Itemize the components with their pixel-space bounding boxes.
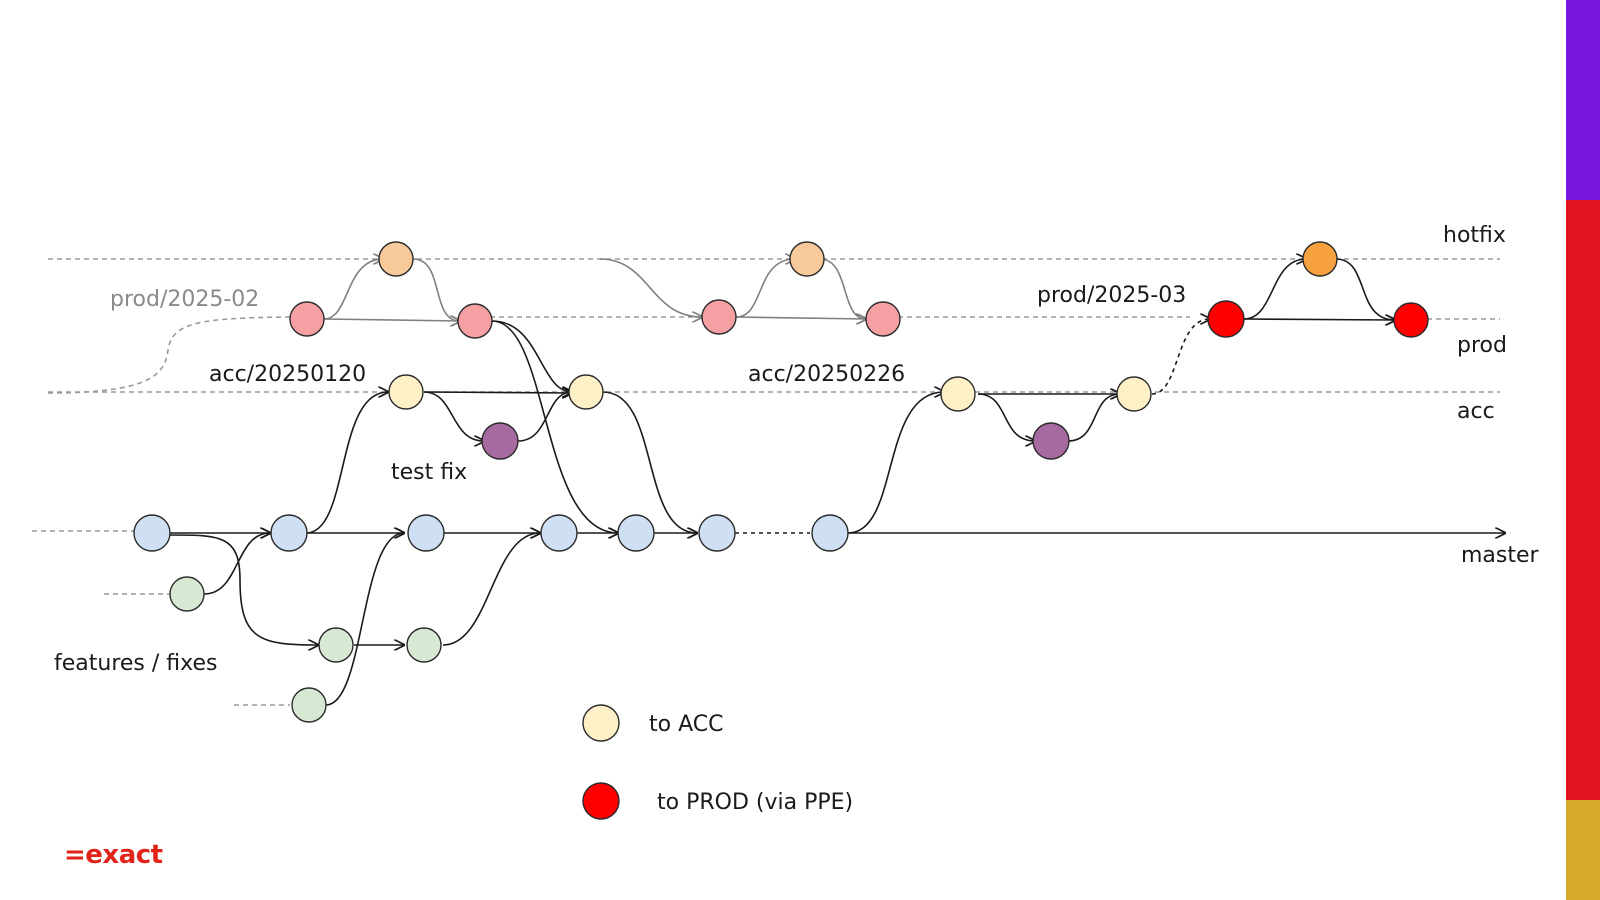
prod-commit — [1393, 302, 1429, 338]
to-acc-edge — [305, 392, 388, 534]
commit-nodes — [133, 241, 1429, 723]
acc-commit — [1116, 376, 1152, 412]
master-commit — [540, 514, 578, 552]
legend-prod-swatch — [582, 782, 620, 820]
master-commit — [270, 514, 308, 552]
exact-logo: =exact — [64, 840, 163, 870]
prod-edge — [323, 319, 460, 321]
acc-20250120-label: acc/20250120 — [209, 362, 366, 387]
prod-faded-commit — [289, 301, 325, 337]
acc-commit — [388, 374, 424, 410]
acc-back-edge — [602, 391, 697, 533]
legend-prod-label: to PROD (via PPE) — [657, 790, 853, 815]
hotfix-lane-label: hotfix — [1443, 223, 1506, 248]
hotfix-faded-commit — [378, 241, 414, 277]
acc-commit — [568, 374, 604, 410]
brand-bar-gold — [1566, 800, 1600, 900]
test-fix-label: test fix — [391, 460, 467, 485]
master-commit — [811, 514, 849, 552]
hotfix-faded-edge — [599, 258, 702, 317]
prod-lane-label: prod — [1457, 333, 1507, 358]
test-fix-commit — [1032, 422, 1070, 460]
commit-edges — [168, 258, 1505, 706]
feature-commit — [406, 627, 442, 663]
hotfix-edge — [735, 259, 795, 318]
prod-faded-commit — [701, 299, 737, 335]
test-fix-commit — [481, 422, 519, 460]
master-commit — [617, 514, 655, 552]
prod-lane-line — [47, 316, 1500, 394]
feature-edge — [325, 533, 404, 706]
legend-acc-swatch — [582, 704, 620, 742]
acc-commit — [940, 376, 976, 412]
hotfix-edge — [1243, 259, 1306, 320]
prod-2025-02-label: prod/2025-02 — [110, 287, 259, 312]
feature-edge — [169, 534, 318, 645]
master-lane-label: master — [1461, 543, 1540, 568]
prod-commit — [1207, 300, 1245, 338]
hotfix-edge — [412, 258, 460, 321]
feature-edge — [203, 533, 270, 595]
legend: to ACC to PROD (via PPE) — [582, 704, 853, 820]
feature-edge — [442, 533, 540, 646]
feature-commit — [318, 627, 354, 663]
hotfix-edge — [1335, 258, 1395, 320]
brand-bar-red — [1566, 200, 1600, 800]
test-fix-edge — [1067, 394, 1120, 442]
hotfix-commit — [1302, 241, 1338, 277]
acc-edge — [423, 392, 572, 393]
labels: hotfix prod acc master prod/2025-02 prod… — [54, 223, 1540, 676]
acc-lane-label: acc — [1457, 399, 1495, 424]
acc-20250226-label: acc/20250226 — [748, 362, 905, 387]
to-acc-edge — [847, 392, 944, 534]
prod-to-master-edge — [491, 320, 618, 533]
master-commit — [133, 514, 171, 552]
feature-commit — [291, 687, 327, 723]
test-fix-edge — [977, 393, 1035, 441]
feature-commit — [169, 576, 205, 612]
prod-edge — [735, 317, 866, 319]
master-commit — [407, 514, 445, 552]
lane-lines — [32, 258, 1500, 706]
master-commit — [698, 514, 736, 552]
prod-2025-03-label: prod/2025-03 — [1037, 283, 1186, 308]
features-fixes-label: features / fixes — [54, 651, 218, 676]
to-prod-edge — [1151, 319, 1210, 395]
brand-bar-purple — [1566, 0, 1600, 200]
prod-faded-commit — [457, 303, 493, 339]
hotfix-edge — [819, 258, 866, 319]
hotfix-faded-commit — [789, 241, 825, 277]
legend-acc-label: to ACC — [649, 712, 723, 737]
prod-edge — [1243, 319, 1395, 320]
prod-faded-commit — [865, 301, 901, 337]
prod-to-acc-edge — [491, 320, 572, 392]
hotfix-edge — [323, 259, 383, 320]
test-fix-edge — [423, 391, 484, 441]
